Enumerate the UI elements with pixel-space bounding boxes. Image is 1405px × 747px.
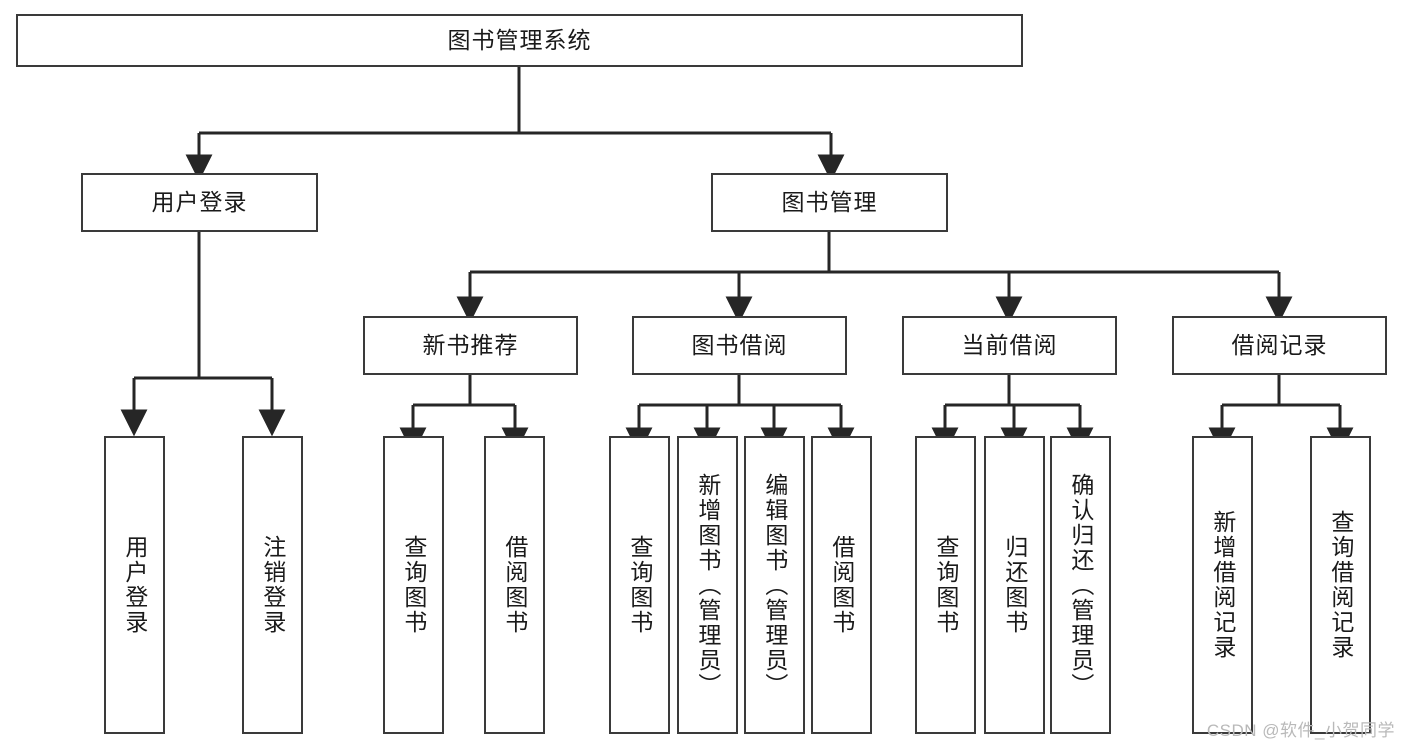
node-user-login[interactable]: 用户登录 xyxy=(81,173,318,232)
leaf-label: 用户登录 xyxy=(121,535,148,635)
leaf-current-borrow-confirm-return-admin[interactable]: 确认归还（管理员） xyxy=(1050,436,1111,734)
leaf-label: 编辑图书（管理员） xyxy=(761,472,788,698)
leaf-current-borrow-return-book[interactable]: 归还图书 xyxy=(984,436,1045,734)
leaf-label: 归还图书 xyxy=(1001,535,1028,635)
leaf-book-borrow-query-book[interactable]: 查询图书 xyxy=(609,436,670,734)
leaf-new-book-query-book[interactable]: 查询图书 xyxy=(383,436,444,734)
node-book-borrow[interactable]: 图书借阅 xyxy=(632,316,847,375)
node-new-book-recommend[interactable]: 新书推荐 xyxy=(363,316,578,375)
leaf-label: 确认归还（管理员） xyxy=(1067,472,1094,698)
leaf-label: 新增借阅记录 xyxy=(1209,510,1236,660)
leaf-label: 新增图书（管理员） xyxy=(694,472,721,698)
leaf-label: 查询借阅记录 xyxy=(1327,510,1354,660)
leaf-current-borrow-query-book[interactable]: 查询图书 xyxy=(915,436,976,734)
leaf-label: 查询图书 xyxy=(400,535,427,635)
leaf-user-login-logout[interactable]: 注销登录 xyxy=(242,436,303,734)
leaf-book-borrow-edit-book-admin[interactable]: 编辑图书（管理员） xyxy=(744,436,805,734)
leaf-book-borrow-borrow-book[interactable]: 借阅图书 xyxy=(811,436,872,734)
leaf-borrow-record-add-record[interactable]: 新增借阅记录 xyxy=(1192,436,1253,734)
leaf-label: 注销登录 xyxy=(259,535,286,635)
node-borrow-record[interactable]: 借阅记录 xyxy=(1172,316,1387,375)
leaf-label: 查询图书 xyxy=(626,535,653,635)
leaf-user-login-login[interactable]: 用户登录 xyxy=(104,436,165,734)
leaf-book-borrow-add-book-admin[interactable]: 新增图书（管理员） xyxy=(677,436,738,734)
leaf-new-book-borrow-book[interactable]: 借阅图书 xyxy=(484,436,545,734)
leaf-borrow-record-query-record[interactable]: 查询借阅记录 xyxy=(1310,436,1371,734)
leaf-label: 借阅图书 xyxy=(501,535,528,635)
leaf-label: 查询图书 xyxy=(932,535,959,635)
node-current-borrow[interactable]: 当前借阅 xyxy=(902,316,1117,375)
leaf-label: 借阅图书 xyxy=(828,535,855,635)
node-book-management[interactable]: 图书管理 xyxy=(711,173,948,232)
node-root-system[interactable]: 图书管理系统 xyxy=(16,14,1023,67)
